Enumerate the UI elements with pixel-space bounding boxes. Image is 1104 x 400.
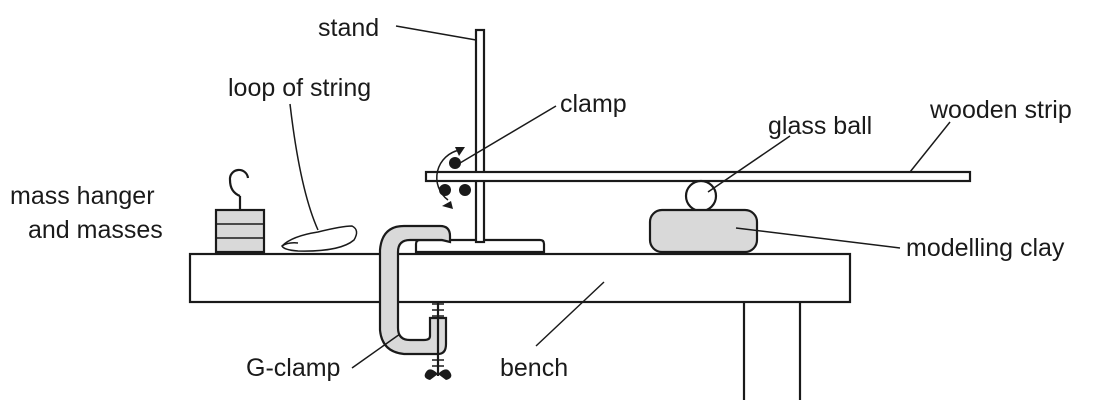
mass-hanger xyxy=(214,168,266,254)
hanger-hook-icon xyxy=(228,168,250,198)
label-mass-hanger-line1: mass hanger xyxy=(10,182,155,210)
leader-glass-ball xyxy=(707,135,791,193)
leader-stand xyxy=(395,25,477,41)
leader-wooden-strip xyxy=(909,121,951,173)
leader-modelling-clay xyxy=(735,227,901,249)
label-clamp: clamp xyxy=(560,90,627,118)
bench xyxy=(188,252,852,400)
g-clamp xyxy=(378,224,452,380)
arrow-head-top-icon xyxy=(455,147,465,156)
modelling-clay xyxy=(648,208,759,254)
label-wooden-strip: wooden strip xyxy=(929,96,1072,124)
clamp xyxy=(436,147,471,209)
stand xyxy=(414,28,546,254)
leader-lines xyxy=(289,25,951,369)
label-bench: bench xyxy=(500,354,568,382)
leader-loop-of-string xyxy=(289,103,319,231)
rotation-arrow-icon xyxy=(436,149,461,201)
leader-clamp xyxy=(459,105,557,164)
label-modelling-clay: modelling clay xyxy=(906,234,1065,262)
glass-ball xyxy=(684,179,718,213)
label-g-clamp: G-clamp xyxy=(246,354,340,382)
label-loop-of-string: loop of string xyxy=(228,74,371,102)
label-mass-hanger-line2: and masses xyxy=(28,216,163,244)
arrow-head-bottom-icon xyxy=(442,201,453,209)
label-glass-ball: glass ball xyxy=(768,112,872,140)
label-stand: stand xyxy=(318,14,379,42)
loop-of-string xyxy=(281,225,358,252)
wooden-strip xyxy=(424,170,972,183)
leader-bench xyxy=(535,281,605,347)
leader-g-clamp xyxy=(351,333,401,369)
wing-nut-icon xyxy=(424,369,452,380)
